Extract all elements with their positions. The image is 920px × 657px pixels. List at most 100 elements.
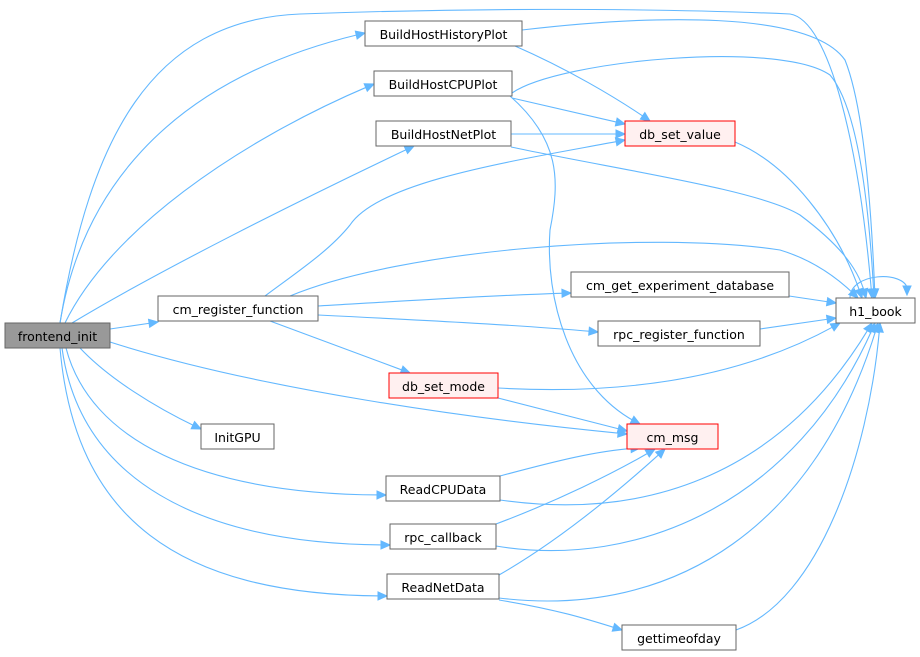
node-box[interactable] xyxy=(373,70,513,97)
edge-line xyxy=(759,317,837,330)
node-label: cm_msg xyxy=(647,430,699,445)
node-label: BuildHostNetPlot xyxy=(391,127,496,142)
node-box[interactable] xyxy=(626,423,719,450)
node-box[interactable] xyxy=(385,475,501,502)
arrowhead-icon xyxy=(902,285,912,297)
edge-frontend_init-to-cm_register_function xyxy=(109,318,160,330)
node-label: ReadCPUData xyxy=(400,482,487,497)
node-db-set-value[interactable]: db_set_value xyxy=(624,120,736,147)
edge-line xyxy=(498,322,879,602)
edge-line xyxy=(495,448,656,525)
node-gettimeofday[interactable]: gettimeofday xyxy=(621,624,737,651)
edge-build_host_history_plot-to-db_set_value xyxy=(514,45,652,122)
node-label: BuildHostHistoryPlot xyxy=(380,27,508,42)
arrowhead-icon xyxy=(363,83,376,93)
edge-line xyxy=(509,95,641,425)
edge-line xyxy=(499,447,641,477)
edge-line xyxy=(71,145,415,324)
edge-line xyxy=(61,347,391,546)
node-box[interactable] xyxy=(375,120,512,147)
node-label: InitGPU xyxy=(214,430,260,445)
edge-cm_register_function-to-db_set_mode xyxy=(269,320,412,375)
edge-line xyxy=(498,448,666,576)
arrowhead-icon xyxy=(380,540,392,550)
edge-cm_get_experiment_database-to-h1_book xyxy=(788,295,838,307)
arrowhead-icon xyxy=(354,30,367,40)
node-label: db_set_mode xyxy=(402,379,485,394)
node-box[interactable] xyxy=(386,573,500,600)
node-label: BuildHostCPUPlot xyxy=(389,77,498,92)
arrowhead-icon xyxy=(190,420,203,430)
arrowhead-icon xyxy=(588,326,600,336)
edge-read_net_data-to-gettimeofday xyxy=(498,599,624,632)
node-read-net-data[interactable]: ReadNetData xyxy=(386,573,500,600)
node-box[interactable] xyxy=(4,322,111,349)
node-cm-get-experiment-database[interactable]: cm_get_experiment_database xyxy=(570,271,790,298)
node-box[interactable] xyxy=(624,120,736,147)
edge-line xyxy=(735,322,881,631)
edge-line xyxy=(511,97,626,125)
node-box[interactable] xyxy=(835,297,916,324)
node-label: rpc_register_function xyxy=(613,327,745,342)
node-init-gpu[interactable]: InitGPU xyxy=(200,423,275,450)
node-db-set-mode[interactable]: db_set_mode xyxy=(388,372,499,399)
edge-line xyxy=(495,322,876,552)
node-label: frontend_init xyxy=(18,329,97,344)
edge-frontend_init-to-read_net_data xyxy=(59,347,389,601)
edge-gettimeofday-to-h1_book xyxy=(735,321,884,631)
arrowhead-icon xyxy=(854,287,864,300)
edge-line xyxy=(269,320,411,374)
node-box[interactable] xyxy=(388,372,499,399)
edge-db_set_value-to-h1_book xyxy=(734,141,864,300)
node-label: ReadNetData xyxy=(401,580,484,595)
node-box[interactable] xyxy=(364,20,523,47)
node-box[interactable] xyxy=(157,295,319,322)
arrowhead-icon xyxy=(874,321,884,333)
node-box[interactable] xyxy=(597,320,761,347)
arrowhead-icon xyxy=(615,129,627,139)
arrowhead-icon xyxy=(644,448,657,458)
edge-line xyxy=(59,347,388,597)
edge-read_cpu_data-to-h1_book xyxy=(499,321,873,506)
arrowhead-icon xyxy=(376,490,388,500)
node-box[interactable] xyxy=(200,423,275,450)
edge-rpc_register_function-to-h1_book xyxy=(759,314,838,330)
node-box[interactable] xyxy=(570,271,790,298)
node-box[interactable] xyxy=(389,523,497,550)
edge-line xyxy=(317,314,599,333)
edge-line xyxy=(514,45,651,122)
arrowhead-icon xyxy=(868,288,879,300)
arrowhead-icon xyxy=(614,137,627,147)
node-build-host-net-plot[interactable]: BuildHostNetPlot xyxy=(375,120,512,147)
node-box[interactable] xyxy=(621,624,737,651)
arrowhead-icon xyxy=(825,314,838,325)
node-build-host-cpu-plot[interactable]: BuildHostCPUPlot xyxy=(373,70,513,97)
node-read-cpu-data[interactable]: ReadCPUData xyxy=(385,475,501,502)
edge-build_host_cpu_plot-to-db_set_value xyxy=(511,97,627,127)
edge-line xyxy=(497,322,841,391)
edge-line xyxy=(289,241,859,299)
nodes-layer: frontend_init BuildHostHistoryPlotBuildHo… xyxy=(4,20,916,651)
node-label: gettimeofday xyxy=(637,631,721,646)
node-h1-book[interactable]: h1_book xyxy=(835,297,916,324)
node-cm-register-function[interactable]: cm_register_function xyxy=(157,295,319,322)
edge-frontend_init-to-rpc_callback xyxy=(61,347,392,550)
node-cm-msg[interactable]: cm_msg xyxy=(626,423,719,450)
arrowhead-icon xyxy=(611,622,624,632)
node-build-host-history-plot[interactable]: BuildHostHistoryPlot xyxy=(364,20,523,47)
node-rpc-callback[interactable]: rpc_callback xyxy=(389,523,497,550)
edge-rpc_callback-to-cm_msg xyxy=(495,448,657,525)
edge-build_host_history_plot-to-h1_book xyxy=(521,19,880,300)
edge-line xyxy=(64,83,375,324)
node-frontend-init[interactable]: frontend_init xyxy=(4,322,111,349)
edge-line xyxy=(65,347,387,496)
node-rpc-register-function[interactable]: rpc_register_function xyxy=(597,320,761,347)
arrowhead-icon xyxy=(616,424,629,434)
edge-read_net_data-to-cm_msg xyxy=(498,448,666,576)
edge-line xyxy=(510,146,867,299)
edge-build_host_cpu_plot-to-h1_book xyxy=(511,56,879,300)
edge-line xyxy=(511,56,875,299)
edge-cm_register_function-to-rpc_register_function xyxy=(317,314,600,336)
edge-line xyxy=(59,8,873,324)
